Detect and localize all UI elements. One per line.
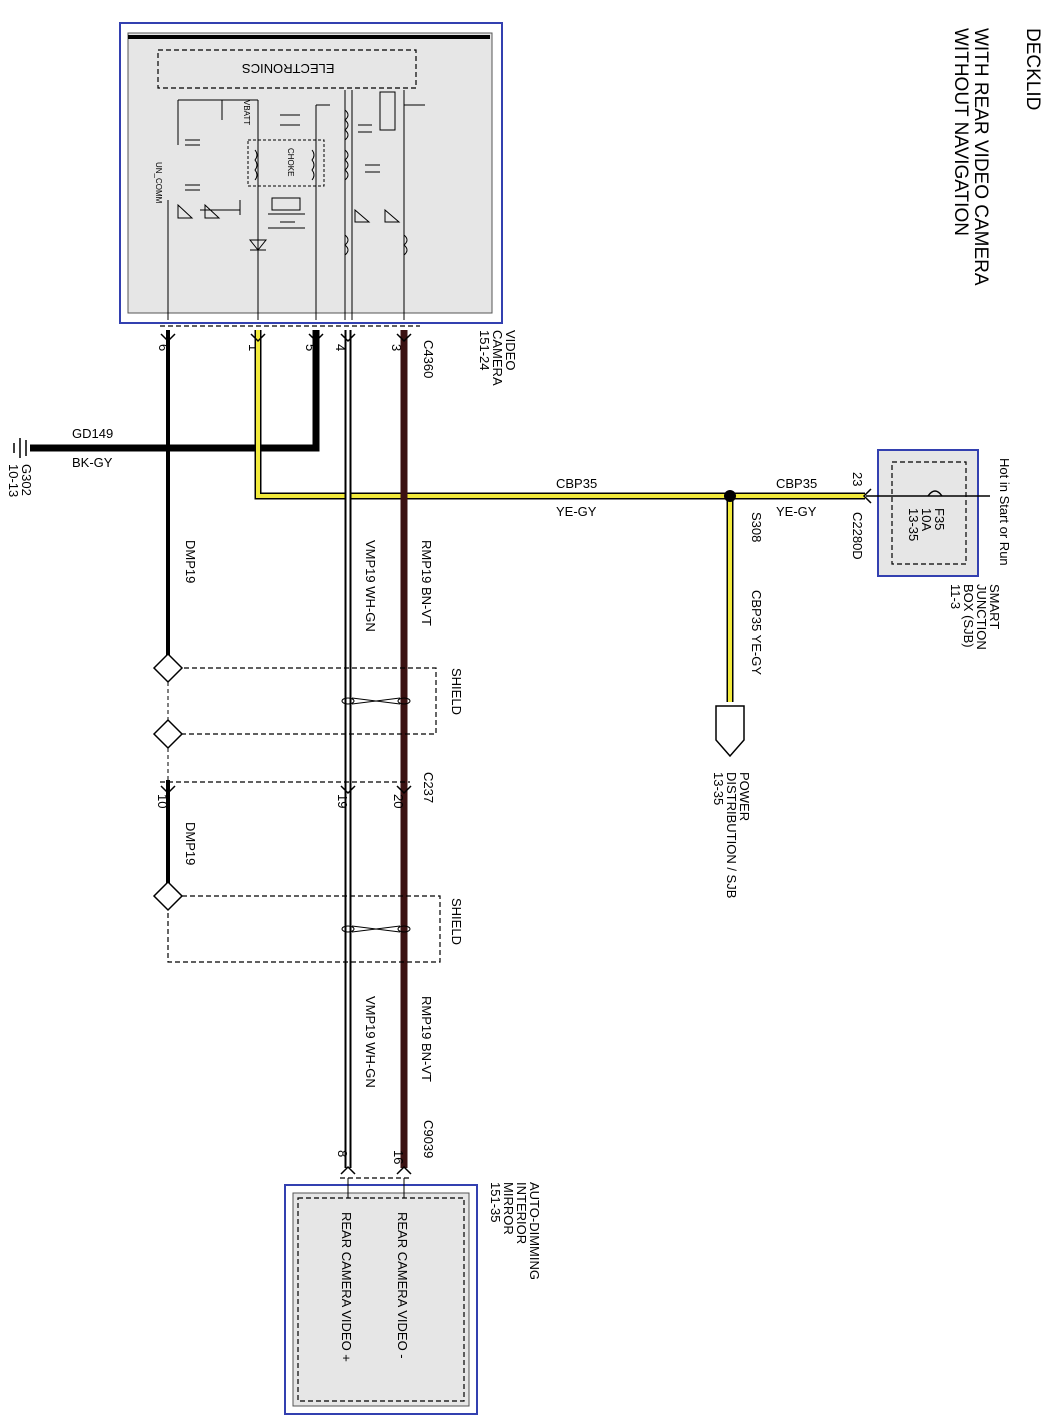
- ground-ref-2: 10-13: [6, 464, 21, 497]
- svg-text:F35: F35: [932, 508, 947, 530]
- dmp19-lower-label: DMP19: [183, 822, 198, 865]
- diagram-title: DECKLID WITH REAR VIDEO CAMERA WITHOUT N…: [950, 28, 1043, 286]
- title-line-2: WITH REAR VIDEO CAMERA: [970, 28, 991, 286]
- c237-pin-10: 10: [155, 794, 170, 808]
- ground-wire-gd149: [13, 330, 320, 458]
- svg-text:DISTRIBUTION / SJB: DISTRIBUTION / SJB: [724, 772, 739, 898]
- cbp35-sjb-circuit: CBP35: [776, 476, 817, 491]
- rmp19-lower-label: RMP19 BN-VT: [419, 996, 434, 1082]
- svg-text:151-35: 151-35: [488, 1182, 503, 1222]
- camera-internal-circuit: [167, 90, 425, 320]
- svg-text:BOX (SJB): BOX (SJB): [961, 584, 976, 648]
- cbp35-sjb-color: YE-GY: [776, 504, 817, 519]
- camera-pins: 6 1 5 4 3: [156, 344, 404, 351]
- ground-color-label: BK-GY: [72, 455, 113, 470]
- cbp35-main-color: YE-GY: [556, 504, 597, 519]
- electronics-label: ELECTRONICS: [242, 61, 335, 76]
- shield-lower-label: SHIELD: [449, 898, 464, 945]
- pin-5: 5: [303, 344, 318, 351]
- ground-circuit-label: GD149: [72, 426, 113, 441]
- pin-1: 1: [246, 344, 261, 351]
- svg-text:VIDEO: VIDEO: [503, 330, 518, 370]
- svg-text:151-24: 151-24: [477, 330, 492, 370]
- mirror-label: AUTO-DIMMING INTERIOR MIRROR 151-35: [488, 1182, 542, 1280]
- mirror-pin-8: 8: [335, 1150, 350, 1157]
- shield-upper-label: SHIELD: [449, 668, 464, 715]
- c237-pin-19: 19: [335, 794, 350, 808]
- splice-s308-dot: [724, 490, 736, 502]
- pin-4: 4: [333, 344, 348, 351]
- svg-text:JUNCTION: JUNCTION: [974, 584, 989, 650]
- svg-text:CAMERA: CAMERA: [490, 330, 505, 386]
- yellow-wire-cbp35: [254, 330, 865, 702]
- svg-text:13-35: 13-35: [906, 508, 921, 541]
- ground-ref-1: G302: [19, 464, 34, 496]
- rmp19-upper-label: RMP19 BN-VT: [419, 540, 434, 626]
- vmp19-upper-label: VMP19 WH-GN: [363, 540, 378, 632]
- vmp19-lower-label: VMP19 WH-GN: [363, 996, 378, 1088]
- connector-c9039: C9039: [421, 1120, 436, 1158]
- connector-c2280d: C2280D: [850, 512, 865, 560]
- pin-arrows: [160, 333, 872, 1175]
- connector-c4360: C4360: [421, 340, 436, 378]
- interior-mirror-module: [284, 1178, 478, 1415]
- power-distribution-label: POWER DISTRIBUTION / SJB 13-35: [711, 772, 752, 898]
- sjb-pin-23: 23: [850, 472, 865, 486]
- svg-text:SMART: SMART: [987, 584, 1002, 629]
- c237-pin-20: 20: [391, 794, 406, 808]
- sjb-hot-label: Hot in Start or Run: [997, 458, 1012, 566]
- smart-junction-box: [866, 449, 990, 577]
- power-distribution-arrow: [715, 705, 745, 758]
- dmp19-upper-label: DMP19: [183, 540, 198, 583]
- title-line-1: DECKLID: [1022, 28, 1043, 110]
- svg-text:INTERIOR: INTERIOR: [514, 1182, 529, 1244]
- svg-text:POWER: POWER: [737, 772, 752, 821]
- rear-camera-video-minus: REAR CAMERA VIDEO -: [395, 1212, 410, 1359]
- svg-text:AUTO-DIMMING: AUTO-DIMMING: [527, 1182, 542, 1280]
- video-camera-module: ELECTRONICS VBATT CHOK: [119, 22, 518, 386]
- choke-label: CHOKE: [286, 148, 295, 176]
- svg-text:10A: 10A: [919, 508, 934, 531]
- cbp35-main-circuit: CBP35: [556, 476, 597, 491]
- rear-camera-video-plus: REAR CAMERA VIDEO +: [339, 1212, 354, 1362]
- un-comm-label: UN_COMM: [154, 162, 163, 204]
- mirror-pin-16: 16: [391, 1150, 406, 1164]
- upper-shield: [152, 652, 437, 750]
- pin-3: 3: [389, 344, 404, 351]
- svg-text:13-35: 13-35: [711, 772, 726, 805]
- sjb-label: SMART JUNCTION BOX (SJB) 11-3: [948, 584, 1002, 650]
- svg-text:11-3: 11-3: [948, 584, 963, 609]
- connector-c237: C237: [421, 772, 436, 803]
- fuse-f35: F35 10A 13-35: [906, 508, 947, 541]
- lower-shield: [152, 880, 441, 963]
- splice-s308-label: S308: [749, 512, 764, 542]
- video-camera-label: VIDEO CAMERA 151-24: [477, 330, 518, 386]
- pin-6: 6: [156, 344, 171, 351]
- cbp35-branch-label: CBP35 YE-GY: [749, 590, 764, 675]
- title-line-3: WITHOUT NAVIGATION: [950, 28, 971, 236]
- svg-text:MIRROR: MIRROR: [501, 1182, 516, 1235]
- vbatt-label: VBATT: [242, 100, 251, 125]
